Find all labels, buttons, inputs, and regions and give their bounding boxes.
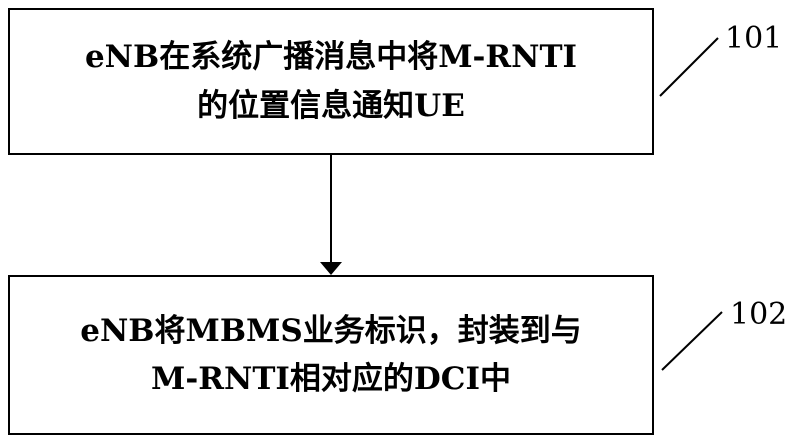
step-101-text-line-2: 的位置信息通知UE bbox=[197, 87, 465, 124]
step-number-102: 102 bbox=[730, 297, 788, 332]
step-number-101: 101 bbox=[725, 21, 783, 56]
step-102-text-line-2: M-RNTI相对应的DCI中 bbox=[151, 361, 511, 397]
step-box-102: eNB将MBMS业务标识，封装到与 M-RNTI相对应的DCI中 bbox=[8, 275, 654, 435]
step-box-101: eNB在系统广播消息中将M-RNTI 的位置信息通知UE bbox=[8, 8, 654, 155]
step-102-leader-line bbox=[661, 311, 723, 371]
flow-arrow-head bbox=[320, 262, 342, 275]
step-101-leader-line bbox=[659, 37, 719, 97]
step-101-text-line-1: eNB在系统广播消息中将M-RNTI bbox=[84, 39, 578, 76]
step-102-text-line-1: eNB将MBMS业务标识，封装到与 bbox=[80, 312, 582, 349]
